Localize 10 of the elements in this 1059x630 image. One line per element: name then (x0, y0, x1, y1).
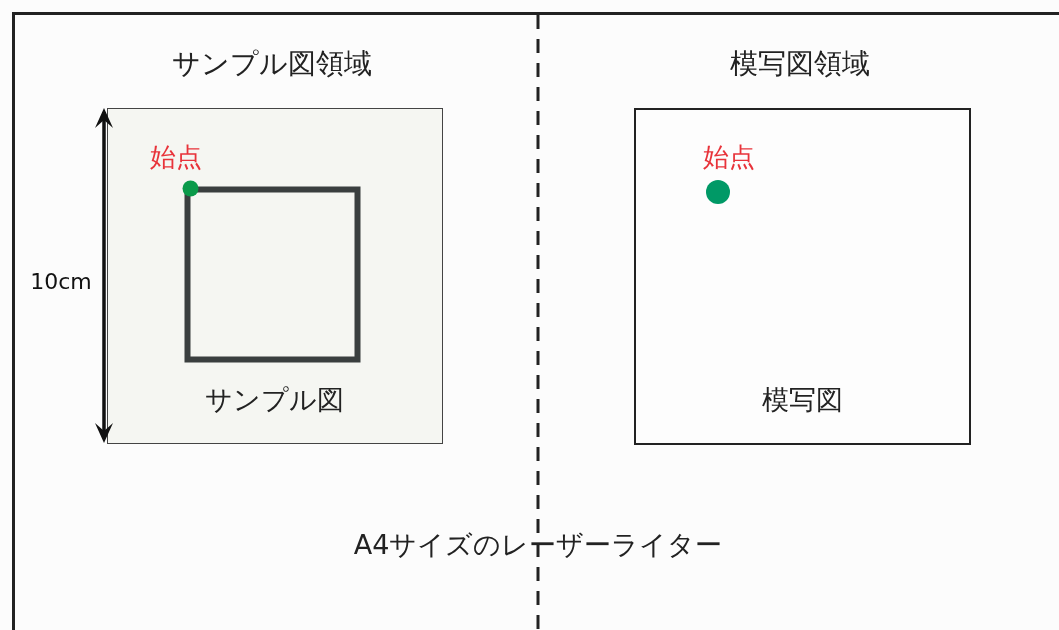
sample-sheet (107, 108, 443, 444)
area-label: 模写図 (761, 383, 843, 417)
board-outline (12, 12, 1059, 630)
start-point-label: 始点 (703, 140, 755, 174)
sheet-label: サンプル図 (205, 382, 344, 417)
dimension-label: 10cm (30, 268, 92, 294)
copy-area-box (634, 108, 971, 445)
start-point-label: 始点 (150, 140, 202, 174)
region-heading: サンプル図領域 (172, 46, 372, 82)
region-heading: 模写図領域 (730, 46, 870, 82)
